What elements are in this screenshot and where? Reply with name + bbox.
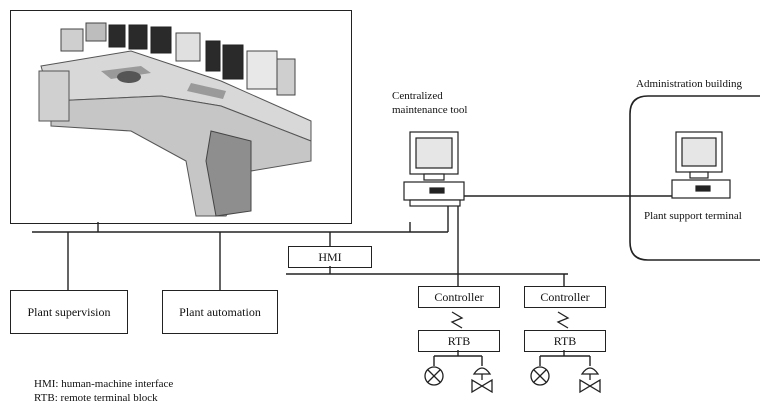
plant-support-terminal-label: Plant support terminal [644,210,742,222]
plant-supervision-box: Plant supervision [10,290,128,334]
administration-building-label: Administration building [636,78,743,90]
maintenance-tool-label-line2: maintenance tool [392,104,468,116]
actuated-valve-icon [579,367,601,394]
hmi-box: HMI [288,246,372,268]
lightning-link-icon [450,311,570,329]
control-room-photo [10,10,352,224]
rtb-box-2: RTB [524,330,606,352]
desktop-computer-icon [671,131,731,199]
actuated-valve-icon [471,367,493,394]
legend-hmi: HMI: human-machine interface [34,378,174,390]
round-valve-icon [530,366,550,386]
controller-box-1: Controller [418,286,500,308]
desktop-computer-icon [403,131,465,207]
controller-box-2: Controller [524,286,606,308]
control-console-illustration [11,11,351,223]
maintenance-tool-label-line1: Centralized [392,90,443,102]
rtb-box-1: RTB [418,330,500,352]
legend-rtb: RTB: remote terminal block [34,392,158,404]
plant-automation-box: Plant automation [162,290,278,334]
round-valve-icon [424,366,444,386]
